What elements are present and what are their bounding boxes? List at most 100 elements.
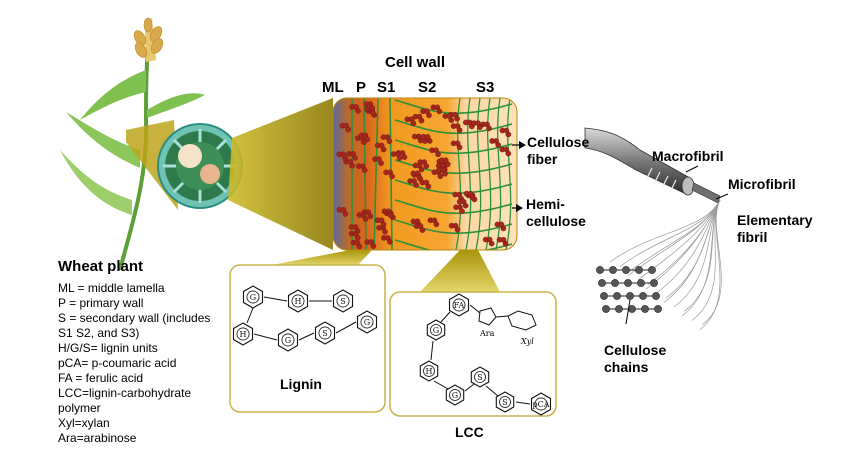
layer-label-ml: ML [322,79,344,96]
glucose-unit [641,305,649,313]
layer-label-s3: S3 [476,79,495,96]
lignin-particle-cluster [450,123,463,133]
glucose-unit [615,305,623,313]
glucose-unit [609,266,617,274]
cellulose-microfibril [363,98,367,250]
legend-item: H/G/S= lignin units [58,341,158,355]
bond [469,304,481,314]
bond [430,340,434,361]
lignin-particle-cluster [348,230,361,241]
ring-label: G [250,293,256,302]
lignin-particle-cluster [372,156,384,166]
aromatic-ring: pCA [530,392,552,416]
cell-cross-section [157,123,243,209]
bond [298,332,315,341]
layer-label-s2: S2 [418,79,437,96]
glucose-unit [598,279,606,287]
legend-item: pCA= p-coumaric acid [58,356,177,370]
bond [433,380,449,390]
lignin-particle-cluster [419,179,432,190]
lignin-particle-cluster [436,166,448,177]
elementary-fibril-strand [627,199,721,276]
elementary-fibril-strand [609,199,721,263]
legend-item: P = primary wall [58,296,144,310]
glucose-unit [637,279,645,287]
glucose-unit [600,292,608,300]
glucose-unit [628,305,636,313]
ring-label: S [322,329,327,338]
ring-label: G [452,391,458,400]
glucose-unit [654,305,662,313]
cell-wall-block [332,97,518,251]
layer-label-p: P [356,79,367,96]
legend: Wheat plant ML = middle lamella P = prim… [58,258,233,446]
glucose-unit [613,292,621,300]
zoom-cone-wall [228,98,333,250]
bond [263,296,288,302]
lignin-particle-cluster [376,224,388,235]
glucose-unit [622,266,630,274]
aromatic-ring: G [356,310,378,334]
cellulose-microfibril [394,99,513,114]
lignin-particle-cluster [420,108,432,119]
lignin-particle-cluster [427,217,440,228]
lignin-particle-cluster [438,157,451,168]
lignin-particle-cluster [482,236,495,247]
zoom-cone-lcc [420,250,500,292]
legend-item: Xyl=xylan [58,416,110,430]
lignin-particle-cluster [383,169,395,180]
lignin-caption: Lignin [280,376,322,392]
lignin-particle-cluster [429,147,441,158]
hemicellulose-label: Hemi- cellulose [526,196,586,229]
ring-label: S [340,297,345,306]
glucose-unit [652,292,660,300]
ring-label: pCA [532,400,549,409]
legend-item: S = secondary wall (includes S1 S2, and … [58,311,211,340]
cellulose-microfibril [485,98,492,250]
legend-item: LCC=lignin-carbohydrate polymer [58,386,192,415]
glucose-unit [602,305,610,313]
aromatic-ring: H [287,289,309,313]
ring-label: S [502,398,507,407]
aromatic-ring: H [232,322,254,346]
macrofibril-label: Macrofibril [652,148,724,164]
legend-item: FA = ferulic acid [58,371,144,385]
legend-item: ML = middle lamella [58,281,165,295]
aromatic-ring: FA [448,293,470,317]
ring-label: S [477,373,482,382]
lignin-particle-cluster [358,132,371,143]
cellulose-microfibril [394,199,513,214]
lignin-particle-cluster [494,221,507,232]
lignin-particle-cluster [471,120,483,130]
cellulose-microfibril [394,119,513,134]
elementary-fibril-label: Elementary fibril [737,212,813,245]
lignin-particle-cluster [453,204,465,215]
lignin-particle-cluster [381,235,393,245]
lignin-particle-cluster [336,151,349,162]
cellulose-microfibril [373,98,379,250]
cellulose-microfibril [394,219,513,234]
elementary-fibril-strand [645,199,721,290]
glucose-unit [650,279,658,287]
bond [515,401,531,405]
lignin-particle-cluster [350,239,363,250]
aromatic-ring: H [419,360,439,382]
cellulose-microfibril [394,239,513,250]
ring-label: Ara [479,329,495,338]
elementary-fibril-strand [663,199,721,303]
layer-label-s1: S1 [377,79,396,96]
aromatic-ring: G [242,285,264,309]
lignin-particle-cluster [448,222,461,233]
lignin-particle-cluster [339,122,351,133]
cellulose-microfibril [475,98,482,250]
lignin-particle-cluster [356,212,369,222]
aromatic-ring: G [445,384,465,406]
lignin-particle-cluster [410,170,423,181]
glucose-unit [611,279,619,287]
legend-item: Ara=arabinose [58,431,137,445]
cellulose-microfibril [394,139,513,154]
lignin-particle-cluster [374,142,387,153]
bond [464,383,475,392]
lignin-particle-cluster [456,198,469,209]
